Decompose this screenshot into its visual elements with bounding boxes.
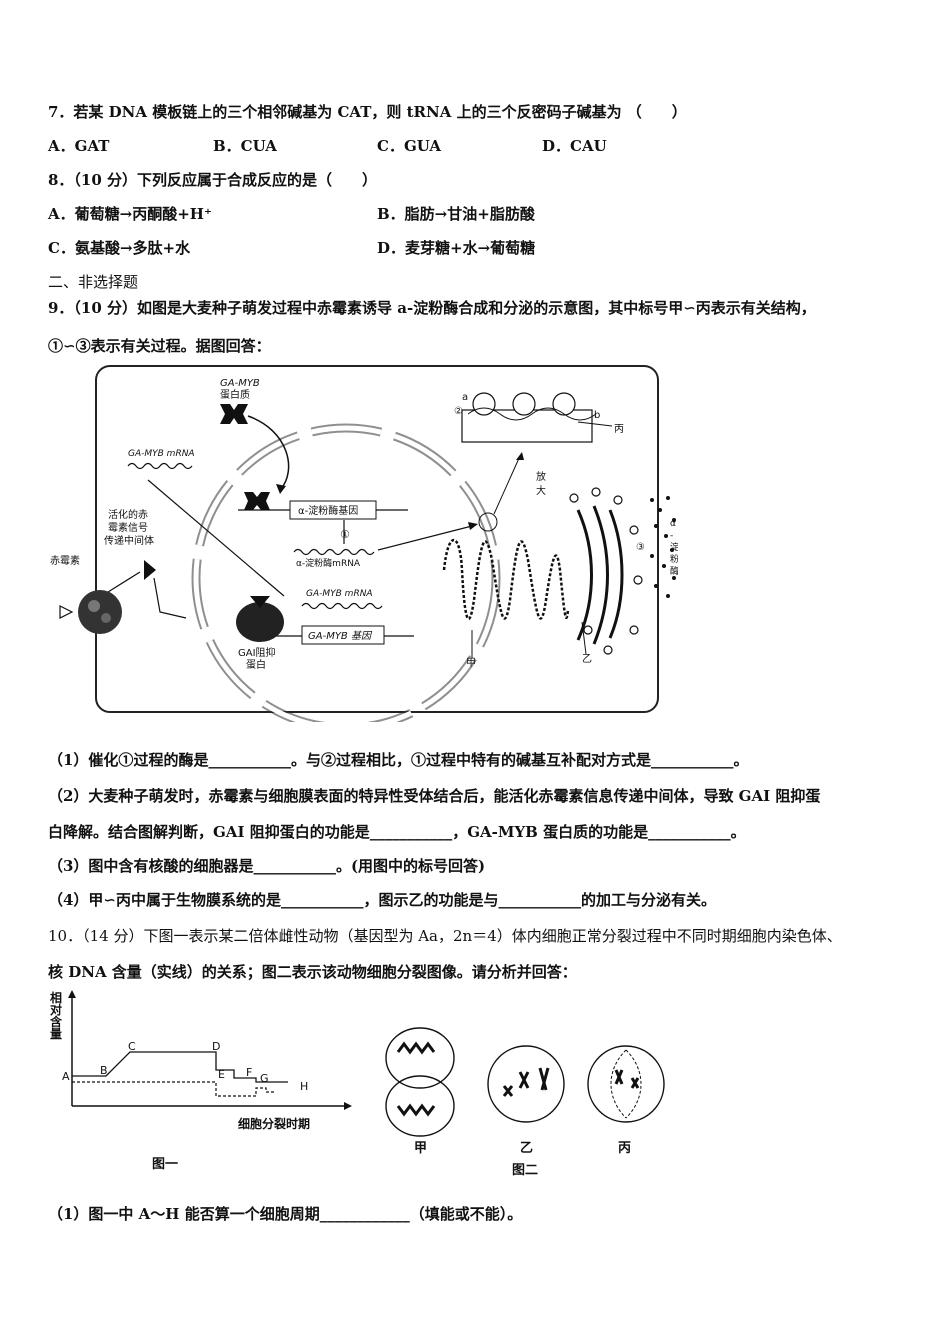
fig1-point-e: E — [218, 1068, 225, 1081]
fig1-point-c: C — [128, 1040, 136, 1053]
label-cell-jia: 甲 — [414, 1141, 427, 1156]
label-amylase-mrna: α-淀粉酶mRNA — [296, 557, 361, 569]
q9-stem-line1: 9．（10 分）如图是大麦种子萌发过程中赤霉素诱导 a-淀粉酶合成和分泌的示意图… — [48, 299, 816, 317]
q9-sub1: （1）催化①过程的酶是___________。与②过程相比，①过程中特有的碱基互… — [48, 751, 749, 769]
fig1-xlabel: 细胞分裂时期 — [238, 1116, 310, 1131]
q9-sub2-line1: （2）大麦种子萌发时，赤霉素与细胞膜表面的特异性受体结合后，能活化赤霉素信息传递… — [48, 787, 821, 805]
q8-option-c[interactable]: C．氨基酸→多肽+水 — [48, 239, 191, 257]
q8-option-d[interactable]: D．麦芽糖+水→葡萄糖 — [377, 239, 536, 257]
er-jia — [442, 538, 570, 621]
mrna-wave-top — [127, 462, 193, 470]
label-magnify-2: 大 — [536, 484, 546, 497]
gai-protein-shape — [236, 602, 284, 642]
label-process-1: ① — [340, 528, 350, 541]
signal-intermediate-shape — [144, 560, 156, 580]
q8-option-a[interactable]: A．葡萄糖→丙酮酸+H⁺ — [48, 205, 212, 223]
fig1-point-h: H — [300, 1080, 308, 1093]
label-gai-line2: 蛋白 — [246, 658, 266, 671]
q10-figure2: 甲 乙 丙 图二 — [385, 1027, 665, 1178]
q9-stem-line2: ①∽③表示有关过程。据图回答： — [48, 337, 271, 355]
label-b: b — [594, 410, 600, 421]
q8-option-b[interactable]: B．脂肪→甘油+脂肪酸 — [377, 205, 535, 223]
label-gai-line1: GAI阻抑 — [238, 647, 276, 659]
fig1-chromosome-line — [72, 1081, 276, 1097]
ribosome-1 — [472, 392, 496, 416]
label-ga-myb-gene: GA-MYB 基因 — [308, 630, 373, 642]
label-ga-myb-mrna-bottom: GA-MYB mRNA — [306, 589, 373, 599]
label-magnify-1: 放 — [536, 470, 546, 483]
golgi-yi-1 — [576, 509, 593, 641]
label-amylase-2: - — [670, 531, 673, 541]
mrna-wave-bottom — [301, 602, 383, 610]
q9-sub4: （4）甲∽丙中属于生物膜系统的是___________，图示乙的功能是与____… — [48, 891, 717, 909]
fig1-point-f: F — [246, 1066, 252, 1079]
label-a: a — [462, 392, 468, 403]
q7-stem: 7．若某 DNA 模板链上的三个相邻碱基为 CAT，则 tRNA 上的三个反密码… — [48, 103, 687, 121]
q7-option-a[interactable]: A．GAT — [48, 137, 110, 155]
fig1-ylabel-1: 相 — [50, 990, 62, 1005]
fig2-caption: 图二 — [512, 1163, 538, 1178]
label-amylase-4: 粉 — [670, 553, 678, 565]
ga-myb-protein-bound — [244, 492, 270, 510]
cell-jia — [385, 1027, 455, 1089]
q9-sub2-line2: 白降解。结合图解判断，GAI 阻抑蛋白的功能是___________，GA-MY… — [48, 823, 746, 841]
fig1-point-d: D — [212, 1040, 220, 1053]
fig1-dna-line — [72, 1051, 288, 1083]
amylase-dots — [650, 496, 676, 598]
label-amylase-gene: α-淀粉酶基因 — [298, 504, 358, 517]
q9-sub3: （3）图中含有核酸的细胞器是___________。(用图中的标号回答) — [48, 857, 486, 875]
fig1-ylabel-2: 对 — [50, 1002, 62, 1017]
label-cell-yi: 乙 — [520, 1141, 533, 1156]
cell-frame — [95, 365, 659, 713]
label-protein: 蛋白质 — [220, 388, 250, 401]
ribosome-3 — [552, 392, 576, 416]
ribosome-2 — [512, 392, 536, 416]
label-process-2: ② — [454, 406, 463, 417]
label-gibberellin: 赤霉素 — [50, 554, 80, 567]
label-amylase-3: 淀 — [670, 541, 678, 553]
label-amylase-1: α — [670, 519, 676, 529]
label-amylase-5: 酶 — [670, 565, 678, 577]
label-process-3: ③ — [636, 542, 645, 553]
label-signal-line1: 活化的赤 — [108, 508, 148, 521]
label-cell-bing: 丙 — [618, 1141, 631, 1156]
q10-stem-line1: 10．（14 分）下图一表示某二倍体雌性动物（基因型为 Aa，2n＝4）体内细胞… — [48, 927, 842, 945]
vesicles — [569, 487, 643, 655]
q8-stem: 8．（10 分）下列反应属于合成反应的是（ ） — [48, 171, 378, 189]
ga-myb-protein-shape — [220, 404, 248, 424]
label-jia: 甲 — [466, 658, 476, 669]
gibberellin-shape — [59, 605, 74, 619]
q7-option-d[interactable]: D．CAU — [542, 137, 607, 155]
cell-yi — [487, 1045, 565, 1123]
label-signal-line2: 霉素信号 — [108, 521, 148, 534]
label-bing: 丙 — [614, 424, 624, 435]
label-yi: 乙 — [582, 653, 592, 665]
q10-figure1: 相 对 含 量 A B C D E F G H 细胞分裂时期 图一 — [50, 990, 352, 1172]
fig1-caption: 图一 — [152, 1157, 178, 1172]
label-ga-myb-mrna-top: GA-MYB mRNA — [128, 449, 195, 459]
q9-figure: GA-MYB 蛋白质 GA-MYB mRNA α-淀粉酶基因 ① α-淀粉酶mR… — [50, 365, 678, 722]
fig1-point-b: B — [100, 1064, 108, 1077]
amylase-mrna-wave — [293, 548, 375, 556]
fig1-ylabel-3: 含 — [50, 1014, 63, 1029]
q7-option-c[interactable]: C．GUA — [377, 137, 442, 155]
section-title: 二、非选择题 — [48, 273, 139, 291]
q7-option-b[interactable]: B．CUA — [213, 137, 277, 155]
label-signal-line3: 传递中间体 — [104, 534, 154, 547]
fig1-point-g: G — [260, 1072, 269, 1085]
fig1-ylabel-4: 量 — [50, 1027, 62, 1041]
cell-bing — [587, 1045, 665, 1123]
q10-stem-line2: 核 DNA 含量（实线）的关系；图二表示该动物细胞分裂图像。请分析并回答： — [48, 963, 577, 981]
label-ga-myb-protein: GA-MYB — [220, 378, 260, 389]
fig1-point-a: A — [62, 1070, 70, 1083]
receptor-shape — [78, 590, 122, 634]
q10-sub1: （1）图一中 A～H 能否算一个细胞周期____________（填能或不能）。 — [48, 1205, 523, 1223]
